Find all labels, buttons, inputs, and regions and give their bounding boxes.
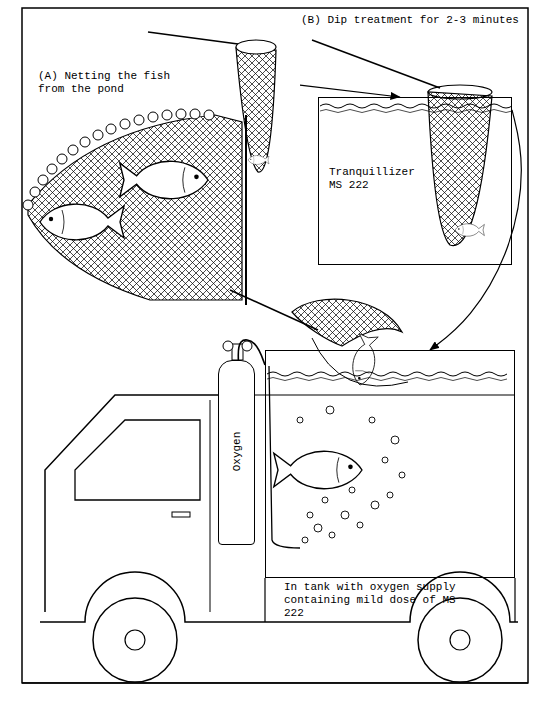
bubble (302, 537, 308, 543)
wheel-hub (450, 630, 470, 650)
water-surface (267, 372, 507, 376)
float (190, 109, 200, 119)
bubble (341, 511, 349, 519)
float (47, 164, 57, 174)
flow-arrow (430, 110, 521, 350)
bubbles (297, 406, 405, 543)
float (176, 109, 186, 119)
float-row (23, 109, 214, 210)
float (120, 119, 130, 129)
gauge (223, 341, 233, 351)
frame (22, 8, 528, 683)
tank-label: Tranquillizer MS 222 (329, 166, 429, 192)
fish (455, 224, 484, 236)
float (38, 175, 48, 185)
door-line (210, 400, 211, 612)
bubble (369, 417, 375, 423)
bubble (357, 522, 363, 528)
float (162, 110, 172, 120)
flow-arrow (238, 340, 265, 365)
bubble (307, 512, 313, 518)
oxygen-cylinder: Oxygen (218, 360, 255, 545)
float (57, 154, 67, 164)
hand-net (236, 48, 276, 172)
dip-tank: (B) Dip treatment for 2-3 minutesTranqui… (318, 97, 512, 265)
float (80, 137, 90, 147)
dip-net (428, 92, 492, 246)
bubble (326, 406, 334, 414)
bubble (329, 532, 335, 538)
transport-tank: In tank with oxygen supply containing mi… (265, 350, 515, 578)
gauge (242, 341, 252, 351)
float (134, 115, 144, 125)
float (93, 130, 103, 140)
float (30, 187, 40, 197)
step-label: (A) Netting the fish from the pond (38, 70, 178, 96)
cylinder-valve (232, 344, 243, 360)
step-label: (B) Dip treatment for 2-3 minutes (301, 14, 536, 27)
frame-mask (0, 684, 550, 706)
transfer-net (292, 299, 402, 346)
bubble (349, 487, 355, 493)
float (23, 200, 33, 210)
fish (120, 161, 208, 198)
truck-body (514, 578, 515, 622)
float (148, 112, 158, 122)
wheel (93, 598, 177, 682)
door-handle (172, 512, 190, 517)
bubble (382, 457, 388, 463)
fish (248, 156, 269, 165)
truck-rail (255, 394, 515, 395)
bubble (399, 472, 405, 478)
float (204, 110, 214, 120)
tank-label: In tank with oxygen supply containing mi… (284, 581, 462, 620)
water-surface (267, 378, 507, 381)
air-tube (269, 366, 300, 548)
frame (22, 682, 528, 684)
bubble (371, 501, 379, 509)
fish (274, 451, 362, 488)
pond-seine: (A) Netting the fish from the pond (22, 28, 300, 305)
seine-net (28, 115, 242, 300)
seine-pole (245, 115, 247, 305)
wheel (418, 598, 502, 682)
cylinder-label: Oxygen (231, 422, 244, 482)
fish (40, 204, 124, 240)
bubble (387, 492, 393, 498)
float (106, 124, 116, 134)
truck-cab (45, 395, 218, 612)
bubble (322, 497, 328, 503)
flow-arrow (300, 85, 399, 97)
bubble (297, 417, 303, 423)
net-handle (148, 32, 238, 44)
truck-window (75, 420, 200, 500)
truck-body (264, 578, 265, 622)
net-hoop (236, 40, 276, 54)
net-handle (312, 40, 440, 88)
float (68, 145, 78, 155)
bubble (391, 436, 399, 444)
wheel-hub (125, 630, 145, 650)
bubble (314, 524, 322, 532)
